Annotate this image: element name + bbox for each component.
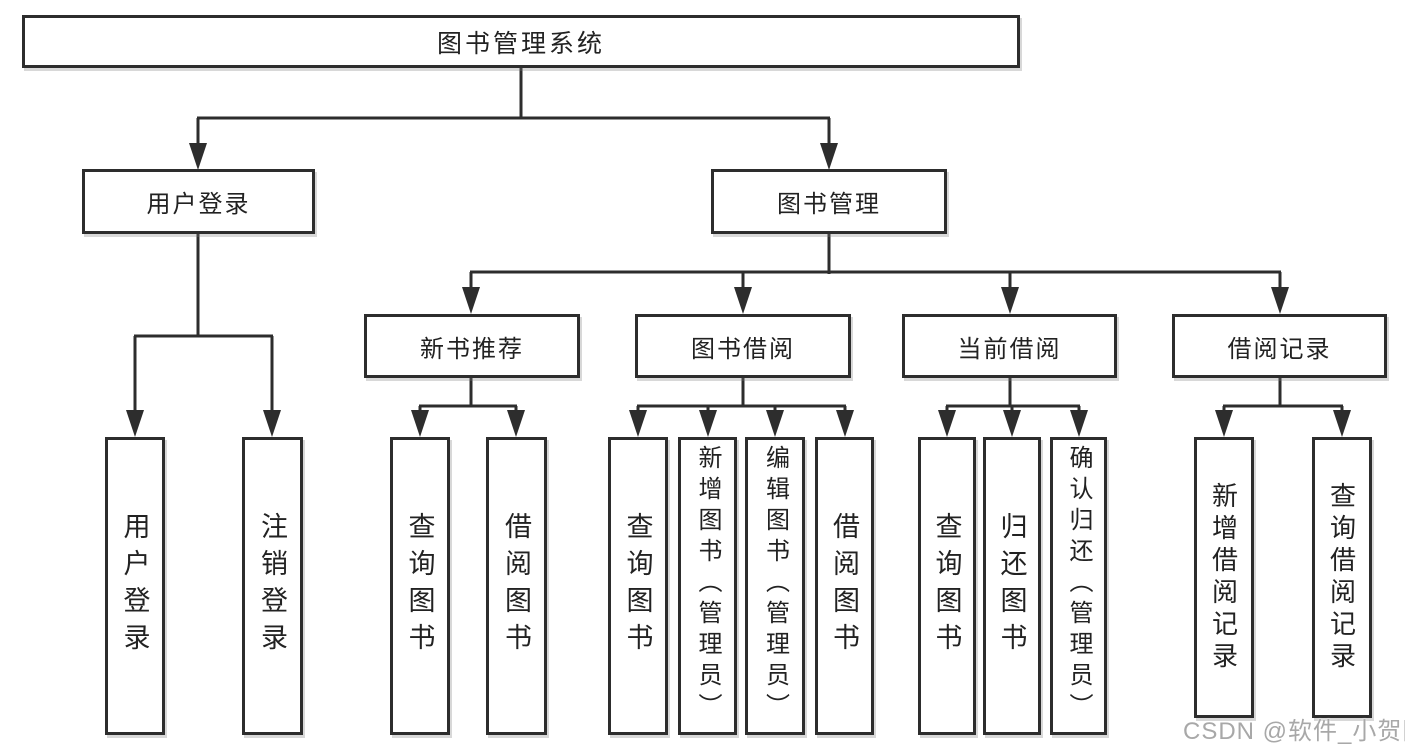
leaf-user-login: 用户登录 <box>105 437 165 735</box>
leaf-query-books-recommend: 查询图书 <box>390 437 450 735</box>
node-library-management-system: 图书管理系统 <box>22 15 1020 68</box>
leaf-borrow-books-recommend: 借阅图书 <box>486 437 547 735</box>
leaf-query-borrow-record: 查询借阅记录 <box>1312 437 1372 718</box>
leaf-add-book-admin: 新增图书（管理员） <box>678 437 737 735</box>
leaf-query-books-current: 查询图书 <box>918 437 976 735</box>
node-book-management: 图书管理 <box>711 169 947 234</box>
leaf-query-books-borrowing: 查询图书 <box>608 437 668 735</box>
node-new-book-recommendation: 新书推荐 <box>364 314 580 378</box>
leaf-logout: 注销登录 <box>242 437 303 735</box>
leaf-return-book: 归还图书 <box>983 437 1041 735</box>
leaf-edit-book-admin: 编辑图书（管理员） <box>745 437 805 735</box>
leaf-borrow-books-borrowing: 借阅图书 <box>815 437 874 735</box>
leaf-confirm-return-admin: 确认归还（管理员） <box>1050 437 1107 735</box>
node-user-login: 用户登录 <box>82 169 315 234</box>
leaf-add-borrow-record: 新增借阅记录 <box>1194 437 1254 718</box>
node-borrowing-records: 借阅记录 <box>1172 314 1387 378</box>
node-book-borrowing: 图书借阅 <box>635 314 851 378</box>
node-current-borrowing: 当前借阅 <box>902 314 1117 378</box>
csdn-watermark: CSDN @软件_小贺同学 <box>1183 718 1405 745</box>
